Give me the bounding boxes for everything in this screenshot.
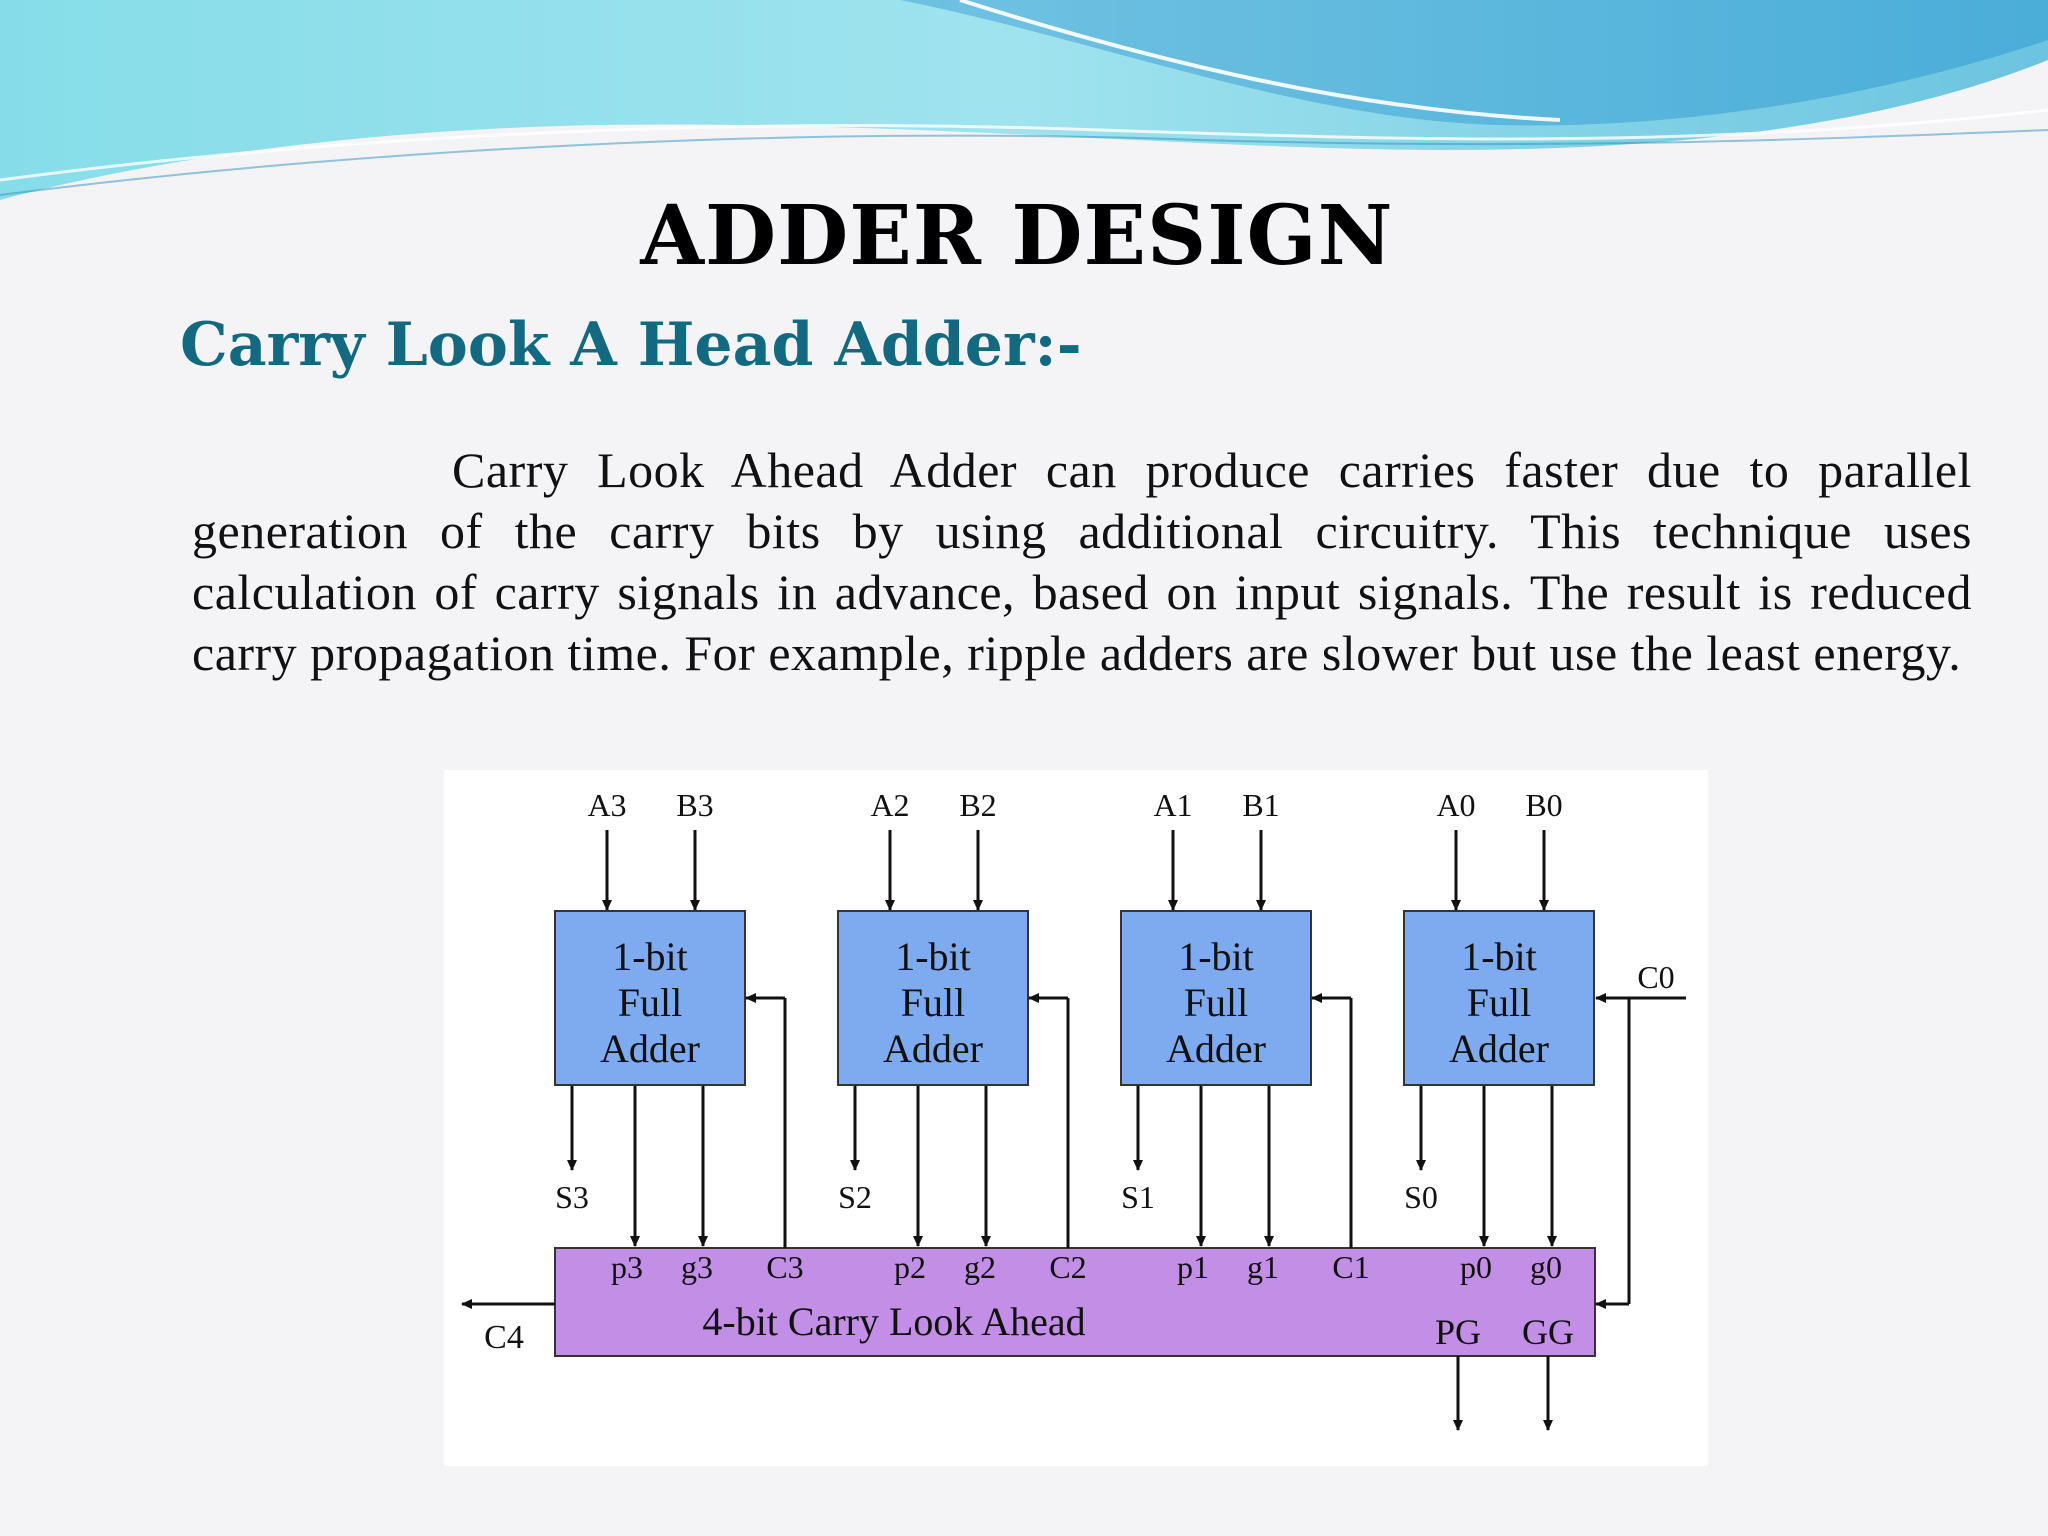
slide-title: ADDER DESIGN xyxy=(640,188,1394,284)
full-adder-label-line1: 1-bit xyxy=(1461,934,1537,979)
carry-lookahead-diagram: 4-bit Carry Look Ahead PG GG C4 C0 A3 B3 1… xyxy=(444,770,1708,1466)
generate-label: g0 xyxy=(1530,1249,1562,1285)
full-adder-block xyxy=(554,910,746,1086)
propagate-label: p3 xyxy=(611,1249,643,1285)
full-adder-label-line3: Adder xyxy=(1449,1026,1549,1071)
full-adder-label-line2: Full xyxy=(1184,980,1248,1025)
input-b-label: B0 xyxy=(1525,787,1562,823)
generate-label: g2 xyxy=(964,1249,996,1285)
slide-subtitle: Carry Look A Head Adder:- xyxy=(180,310,1082,380)
input-a-label: A1 xyxy=(1153,787,1192,823)
full-adder-label-line3: Adder xyxy=(600,1026,700,1071)
full-adder-label-line1: 1-bit xyxy=(1178,934,1254,979)
generate-label: g3 xyxy=(681,1249,713,1285)
full-adder-label-line3: Adder xyxy=(883,1026,983,1071)
propagate-label: p1 xyxy=(1177,1249,1209,1285)
full-adder-label-line2: Full xyxy=(901,980,965,1025)
input-b-label: B2 xyxy=(959,787,996,823)
carry-label: C3 xyxy=(766,1249,803,1285)
c4-label: C4 xyxy=(484,1319,524,1356)
input-a-label: A2 xyxy=(870,787,909,823)
propagate-label: p2 xyxy=(894,1249,926,1285)
full-adder-label-line2: Full xyxy=(1467,980,1531,1025)
sum-label: S3 xyxy=(555,1179,589,1215)
cla-block xyxy=(554,1247,1596,1357)
sum-label: S1 xyxy=(1121,1179,1155,1215)
gg-label: GG xyxy=(1522,1312,1574,1352)
full-adder-label-line1: 1-bit xyxy=(612,934,688,979)
sum-label: S2 xyxy=(838,1179,872,1215)
input-a-label: A3 xyxy=(587,787,626,823)
pg-label: PG xyxy=(1435,1312,1481,1352)
input-a-label: A0 xyxy=(1436,787,1475,823)
generate-label: g1 xyxy=(1247,1249,1279,1285)
carry-label: C1 xyxy=(1332,1249,1369,1285)
full-adder-label-line3: Adder xyxy=(1166,1026,1266,1071)
sum-label: S0 xyxy=(1404,1179,1438,1215)
full-adder-block xyxy=(1403,910,1595,1086)
decorative-wave-banner xyxy=(0,0,2048,200)
c0-label: C0 xyxy=(1637,959,1674,995)
propagate-label: p0 xyxy=(1460,1249,1492,1285)
carry-label: C2 xyxy=(1049,1249,1086,1285)
cla-label: 4-bit Carry Look Ahead xyxy=(702,1299,1085,1344)
slide-paragraph: Carry Look Ahead Adder can produce carri… xyxy=(192,442,1972,681)
input-b-label: B1 xyxy=(1242,787,1279,823)
full-adder-label-line1: 1-bit xyxy=(895,934,971,979)
input-b-label: B3 xyxy=(676,787,713,823)
full-adder-label-line2: Full xyxy=(618,980,682,1025)
